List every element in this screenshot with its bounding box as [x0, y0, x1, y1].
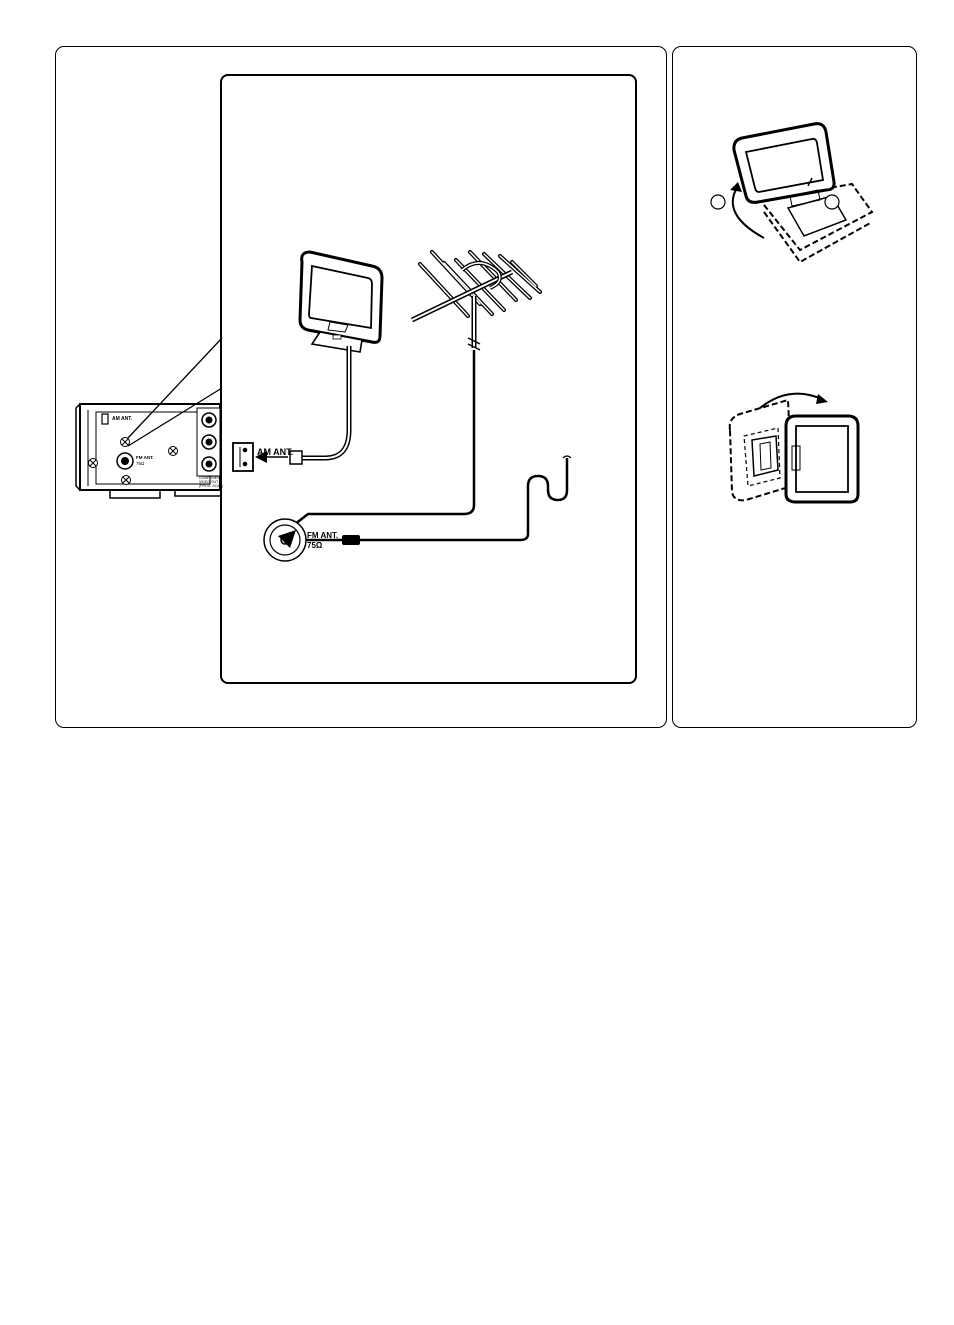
outdoor-antenna-cable [289, 350, 476, 529]
zoom-callout-lines [127, 337, 223, 447]
am-antenna-cable [300, 346, 352, 461]
antenna-boom [410, 261, 514, 348]
fm-wire-antenna [356, 458, 569, 542]
fm-connect-arrow [278, 530, 296, 548]
screw-icon [168, 446, 178, 456]
rear-am-ant-label: AM ANT. [112, 416, 133, 422]
fm-plug-icon [342, 535, 360, 545]
rotate-arrow-icon [731, 185, 765, 239]
rear-fm-ohm-label: 75Ω [136, 461, 145, 466]
loop-antenna-stand-step-icon [732, 122, 874, 264]
am-plug-icon [289, 450, 303, 465]
rear-am-terminal-icon [101, 413, 109, 425]
antenna-connection-frame [220, 74, 637, 684]
component-jacks [196, 407, 221, 477]
swing-arrow-icon [759, 392, 825, 409]
antenna-clamp-icon [467, 337, 481, 351]
fm-ohm-label: 75Ω [307, 541, 323, 550]
loop-antenna-open-step-icon [728, 398, 860, 504]
unit-rear-panel: AM ANT. FM ANT. 75Ω COMPONENT VIDEO OUT … [75, 403, 223, 499]
am-terminal-label: AM ANT. [257, 447, 293, 457]
rear-video-out-label-1: COMPONENT [199, 476, 223, 480]
screw-icon [88, 458, 98, 468]
am-terminal-icon [232, 442, 254, 472]
step-marker-b [824, 194, 840, 210]
screw-icon [120, 437, 130, 447]
rear-fm-ant-label: FM ANT. [136, 455, 154, 460]
step-marker-a [710, 194, 726, 210]
rear-video-out-label-3: (PROG. SCAN) [199, 484, 223, 488]
rear-video-out-label-2: VIDEO OUT [199, 480, 219, 484]
fm-terminal-label: FM ANT. [307, 531, 338, 540]
screw-icon [121, 475, 131, 485]
am-loop-antenna-icon [298, 250, 384, 353]
